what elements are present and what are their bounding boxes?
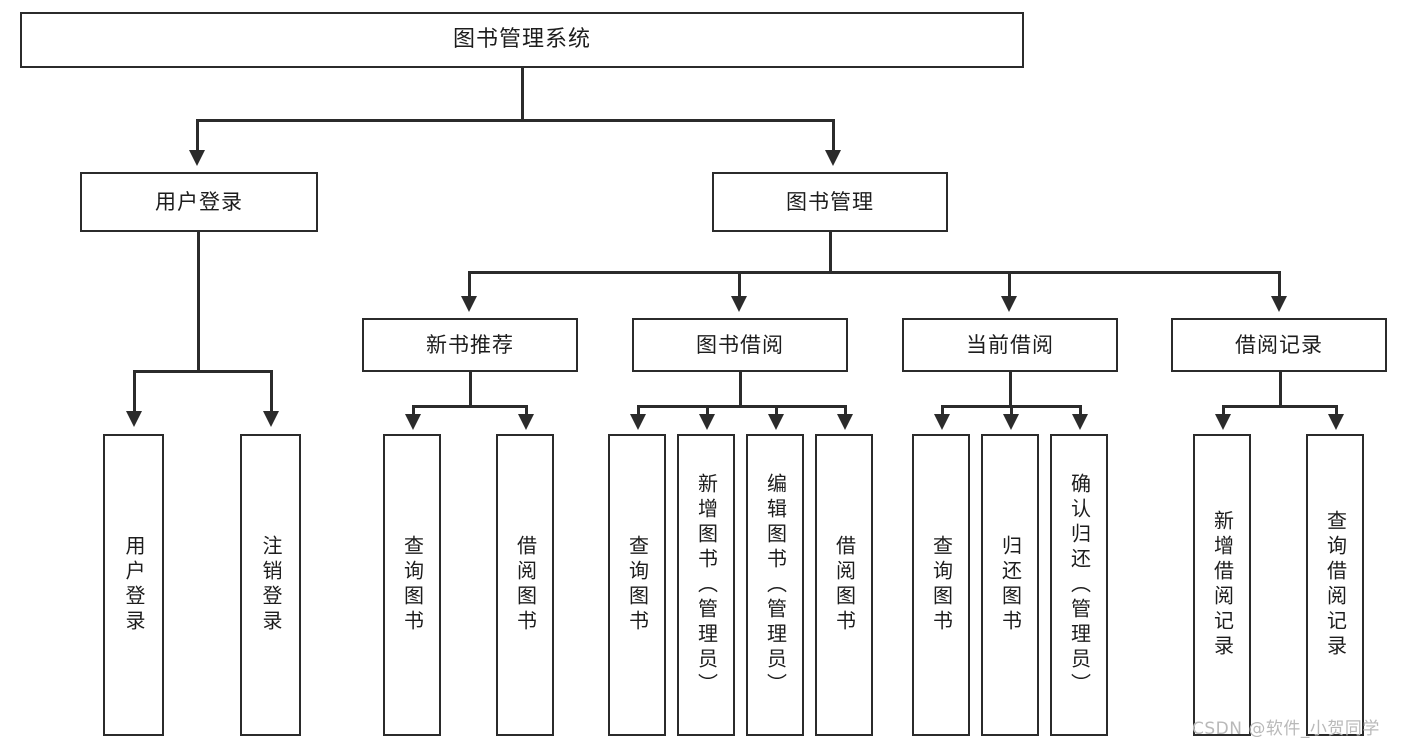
arrow-current-borrow-leaf1	[934, 414, 950, 430]
arrow-current-borrow-leaf3	[1072, 414, 1088, 430]
connector-book-borrow-stem	[739, 372, 742, 406]
connector-user-login-bus	[133, 370, 272, 373]
node-label: 编辑图书（管理员）	[763, 472, 788, 698]
node-label: 归还图书	[998, 535, 1023, 635]
leaf-user-login[interactable]: 用户登录	[103, 434, 164, 736]
connector-level2-bus	[468, 271, 1280, 274]
node-label: 新书推荐	[426, 332, 514, 357]
leaf-confirm-return-admin[interactable]: 确认归还（管理员）	[1050, 434, 1108, 736]
connector-new-book-leaf1	[412, 405, 415, 419]
connector-book-borrow-leaf2	[706, 405, 709, 419]
leaf-book-borrow-action[interactable]: 借阅图书	[815, 434, 873, 736]
arrow-borrow-record-leaf2	[1328, 414, 1344, 430]
arrow-user-login-leaf1	[126, 411, 142, 427]
connector-borrow-record-leaf2	[1335, 405, 1338, 419]
arrow-book-borrow-leaf3	[768, 414, 784, 430]
arrow-to-user-login	[189, 150, 205, 166]
connector-current-borrow-leaf2	[1010, 405, 1013, 419]
node-label: 查询图书	[400, 535, 425, 635]
connector-current-borrow-leaf3	[1079, 405, 1082, 419]
leaf-add-borrow-record[interactable]: 新增借阅记录	[1193, 434, 1251, 736]
node-label: 图书管理	[786, 189, 874, 214]
node-book-management[interactable]: 图书管理	[712, 172, 948, 232]
connector-root-to-book-mgmt	[832, 119, 835, 153]
connector-borrow-record-stem	[1279, 372, 1282, 406]
connector-new-book-leaf2	[525, 405, 528, 419]
node-label: 图书管理系统	[452, 27, 591, 53]
connector-borrow-record-bus	[1222, 405, 1337, 408]
connector-root-bus	[196, 119, 834, 122]
node-current-borrow[interactable]: 当前借阅	[902, 318, 1118, 372]
node-label: 查询图书	[929, 535, 954, 635]
node-label: 图书借阅	[696, 332, 784, 357]
leaf-logout[interactable]: 注销登录	[240, 434, 301, 736]
node-label: 借阅图书	[832, 535, 857, 635]
connector-user-login-leaf1	[133, 370, 136, 414]
arrow-to-current-borrow	[1001, 296, 1017, 312]
connector-book-mgmt-stem	[829, 232, 832, 272]
node-label: 新增图书（管理员）	[694, 472, 719, 698]
node-label: 用户登录	[155, 189, 243, 214]
connector-new-book-bus	[412, 405, 527, 408]
connector-current-borrow-stem	[1009, 372, 1012, 406]
node-user-login[interactable]: 用户登录	[80, 172, 318, 232]
arrow-book-borrow-leaf1	[630, 414, 646, 430]
arrow-to-new-book	[461, 296, 477, 312]
node-label: 注销登录	[259, 535, 283, 635]
connector-to-book-borrow	[738, 271, 741, 299]
connector-book-borrow-leaf3	[775, 405, 778, 419]
connector-root-to-user-login	[196, 119, 199, 153]
leaf-return-book[interactable]: 归还图书	[981, 434, 1039, 736]
connector-book-borrow-leaf1	[637, 405, 640, 419]
leaf-book-edit-admin[interactable]: 编辑图书（管理员）	[746, 434, 804, 736]
node-label: 查询图书	[625, 535, 650, 635]
arrow-new-book-leaf2	[518, 414, 534, 430]
node-label: 借阅图书	[513, 535, 538, 635]
connector-user-login-leaf2	[270, 370, 273, 414]
node-label: 用户登录	[122, 535, 146, 635]
leaf-new-book-query[interactable]: 查询图书	[383, 434, 441, 736]
node-book-borrow[interactable]: 图书借阅	[632, 318, 848, 372]
leaf-book-add-admin[interactable]: 新增图书（管理员）	[677, 434, 735, 736]
node-root-system[interactable]: 图书管理系统	[20, 12, 1024, 68]
arrow-book-borrow-leaf2	[699, 414, 715, 430]
arrow-borrow-record-leaf1	[1215, 414, 1231, 430]
leaf-query-borrow-record[interactable]: 查询借阅记录	[1306, 434, 1364, 736]
node-borrow-record[interactable]: 借阅记录	[1171, 318, 1387, 372]
connector-root-stem	[521, 68, 524, 120]
arrow-user-login-leaf2	[263, 411, 279, 427]
connector-to-current-borrow	[1008, 271, 1011, 299]
arrow-book-borrow-leaf4	[837, 414, 853, 430]
connector-new-book-stem	[469, 372, 472, 406]
connector-current-borrow-leaf1	[941, 405, 944, 419]
arrow-new-book-leaf1	[405, 414, 421, 430]
node-label: 查询借阅记录	[1323, 510, 1348, 660]
leaf-book-borrow-query[interactable]: 查询图书	[608, 434, 666, 736]
leaf-new-book-borrow[interactable]: 借阅图书	[496, 434, 554, 736]
arrow-to-book-mgmt	[825, 150, 841, 166]
node-label: 借阅记录	[1235, 332, 1323, 357]
leaf-current-query-book[interactable]: 查询图书	[912, 434, 970, 736]
connector-user-login-stem	[197, 232, 200, 371]
node-label: 新增借阅记录	[1210, 510, 1235, 660]
arrow-to-borrow-record	[1271, 296, 1287, 312]
connector-book-borrow-leaf4	[844, 405, 847, 419]
node-label: 确认归还（管理员）	[1067, 472, 1092, 698]
node-label: 当前借阅	[966, 332, 1054, 357]
connector-book-borrow-bus	[637, 405, 845, 408]
connector-to-borrow-record	[1278, 271, 1281, 299]
arrow-to-book-borrow	[731, 296, 747, 312]
node-new-book-recommend[interactable]: 新书推荐	[362, 318, 578, 372]
arrow-current-borrow-leaf2	[1003, 414, 1019, 430]
connector-to-new-book	[468, 271, 471, 299]
connector-borrow-record-leaf1	[1222, 405, 1225, 419]
